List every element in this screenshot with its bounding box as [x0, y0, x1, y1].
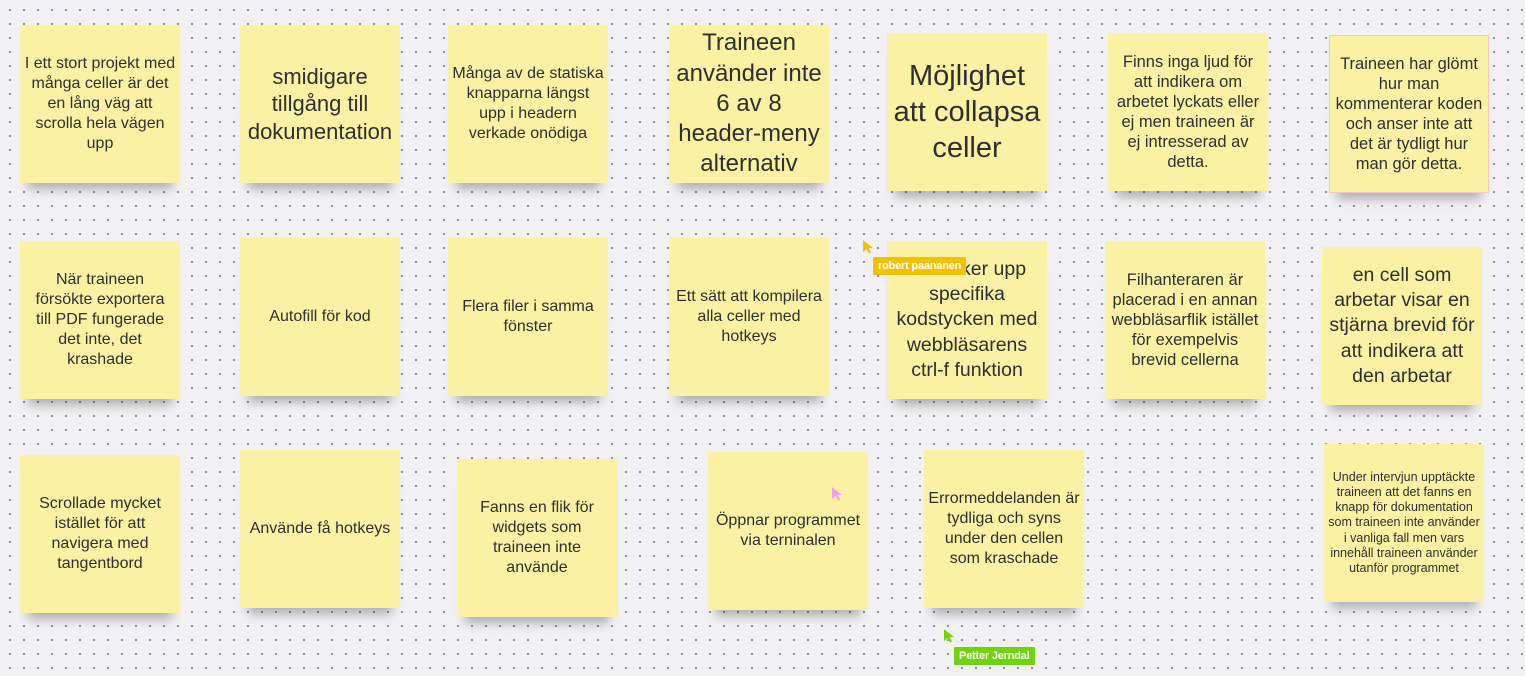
sticky-note[interactable]: smidigare tillgång till dokumentation	[240, 25, 400, 183]
sticky-note[interactable]: Möjlighet att collapsa celler	[887, 33, 1047, 191]
pointer-icon	[944, 629, 954, 643]
sticky-note[interactable]: Under intervjun upptäckte traineen att d…	[1324, 444, 1484, 602]
sticky-note[interactable]: När traineen försökte exportera till PDF…	[20, 241, 180, 399]
sticky-note[interactable]: Traineen har glömt hur man kommenterar k…	[1329, 35, 1489, 193]
sticky-note-text: Autofill för kod	[269, 308, 371, 325]
sticky-note-text: Filhanteraren är placerad i en annan web…	[1111, 270, 1259, 370]
sticky-note-text: Traineen har glömt hur man kommenterar k…	[1335, 54, 1483, 174]
sticky-note[interactable]: Många av de statiska knapparna längst up…	[448, 25, 608, 183]
sticky-note-text: en cell som arbetar visar en stjärna bre…	[1329, 263, 1475, 388]
sticky-note-text: Öppnar programmet via terninalen	[715, 512, 861, 549]
sticky-note[interactable]: Finns inga ljud för att indikera om arbe…	[1108, 33, 1268, 191]
sticky-note-text: Möjlighet att collapsa celler	[893, 59, 1041, 165]
sticky-note[interactable]: Errormeddelanden är tydliga och syns und…	[924, 450, 1084, 608]
sticky-note-text: Traineen använder inte 6 av 8 header-men…	[676, 29, 822, 178]
sticky-note-text: Under intervjun upptäckte traineen att d…	[1328, 469, 1480, 576]
sticky-note-text: Fanns en flik för widgets som traineen i…	[480, 499, 594, 576]
sticky-note[interactable]: Autofill för kod	[240, 238, 400, 396]
sticky-note-text: När traineen försökte exportera till PDF…	[35, 271, 165, 368]
collaborator-name-label: Petter Jerndal	[954, 647, 1035, 665]
sticky-note[interactable]: Fanns en flik för widgets som traineen i…	[457, 459, 617, 617]
sticky-note[interactable]: Flera filer i samma fönster	[448, 238, 608, 396]
sticky-note[interactable]: Öppnar programmet via terninalen	[708, 452, 868, 610]
sticky-note-text: Finns inga ljud för att indikera om arbe…	[1116, 52, 1260, 172]
sticky-note-text: ...n söker upp specifika kodstycken med …	[896, 257, 1038, 382]
sticky-note-text: Många av de statiska knapparna längst up…	[452, 65, 604, 142]
sticky-note-text: smidigare tillgång till dokumentation	[247, 64, 393, 144]
collaborator-name-label: robert paananen	[873, 257, 967, 275]
sticky-note-text: Flera filer i samma fönster	[462, 298, 594, 335]
sticky-note-text: I ett stort projekt med många celler är …	[24, 55, 176, 152]
sticky-note[interactable]: ...n söker upp specifika kodstycken med …	[887, 241, 1047, 399]
sticky-note[interactable]: Ett sätt att kompilera alla celler med h…	[669, 238, 829, 396]
sticky-note[interactable]: en cell som arbetar visar en stjärna bre…	[1322, 247, 1482, 405]
sticky-note-text: Scrollade mycket istället för att navige…	[39, 495, 161, 572]
sticky-note[interactable]: I ett stort projekt med många celler är …	[20, 25, 180, 183]
pointer-icon	[863, 240, 873, 254]
pointer-icon	[832, 487, 842, 501]
sticky-note-text: Errormeddelanden är tydliga och syns und…	[928, 490, 1080, 567]
sticky-note[interactable]: Filhanteraren är placerad i en annan web…	[1105, 241, 1265, 399]
sticky-note[interactable]: Traineen använder inte 6 av 8 header-men…	[669, 25, 829, 183]
sticky-note[interactable]: Använde få hotkeys	[240, 450, 400, 608]
sticky-note[interactable]: Scrollade mycket istället för att navige…	[20, 455, 180, 613]
sticky-note-text: Ett sätt att kompilera alla celler med h…	[676, 288, 822, 345]
sticky-note-text: Använde få hotkeys	[249, 520, 391, 537]
